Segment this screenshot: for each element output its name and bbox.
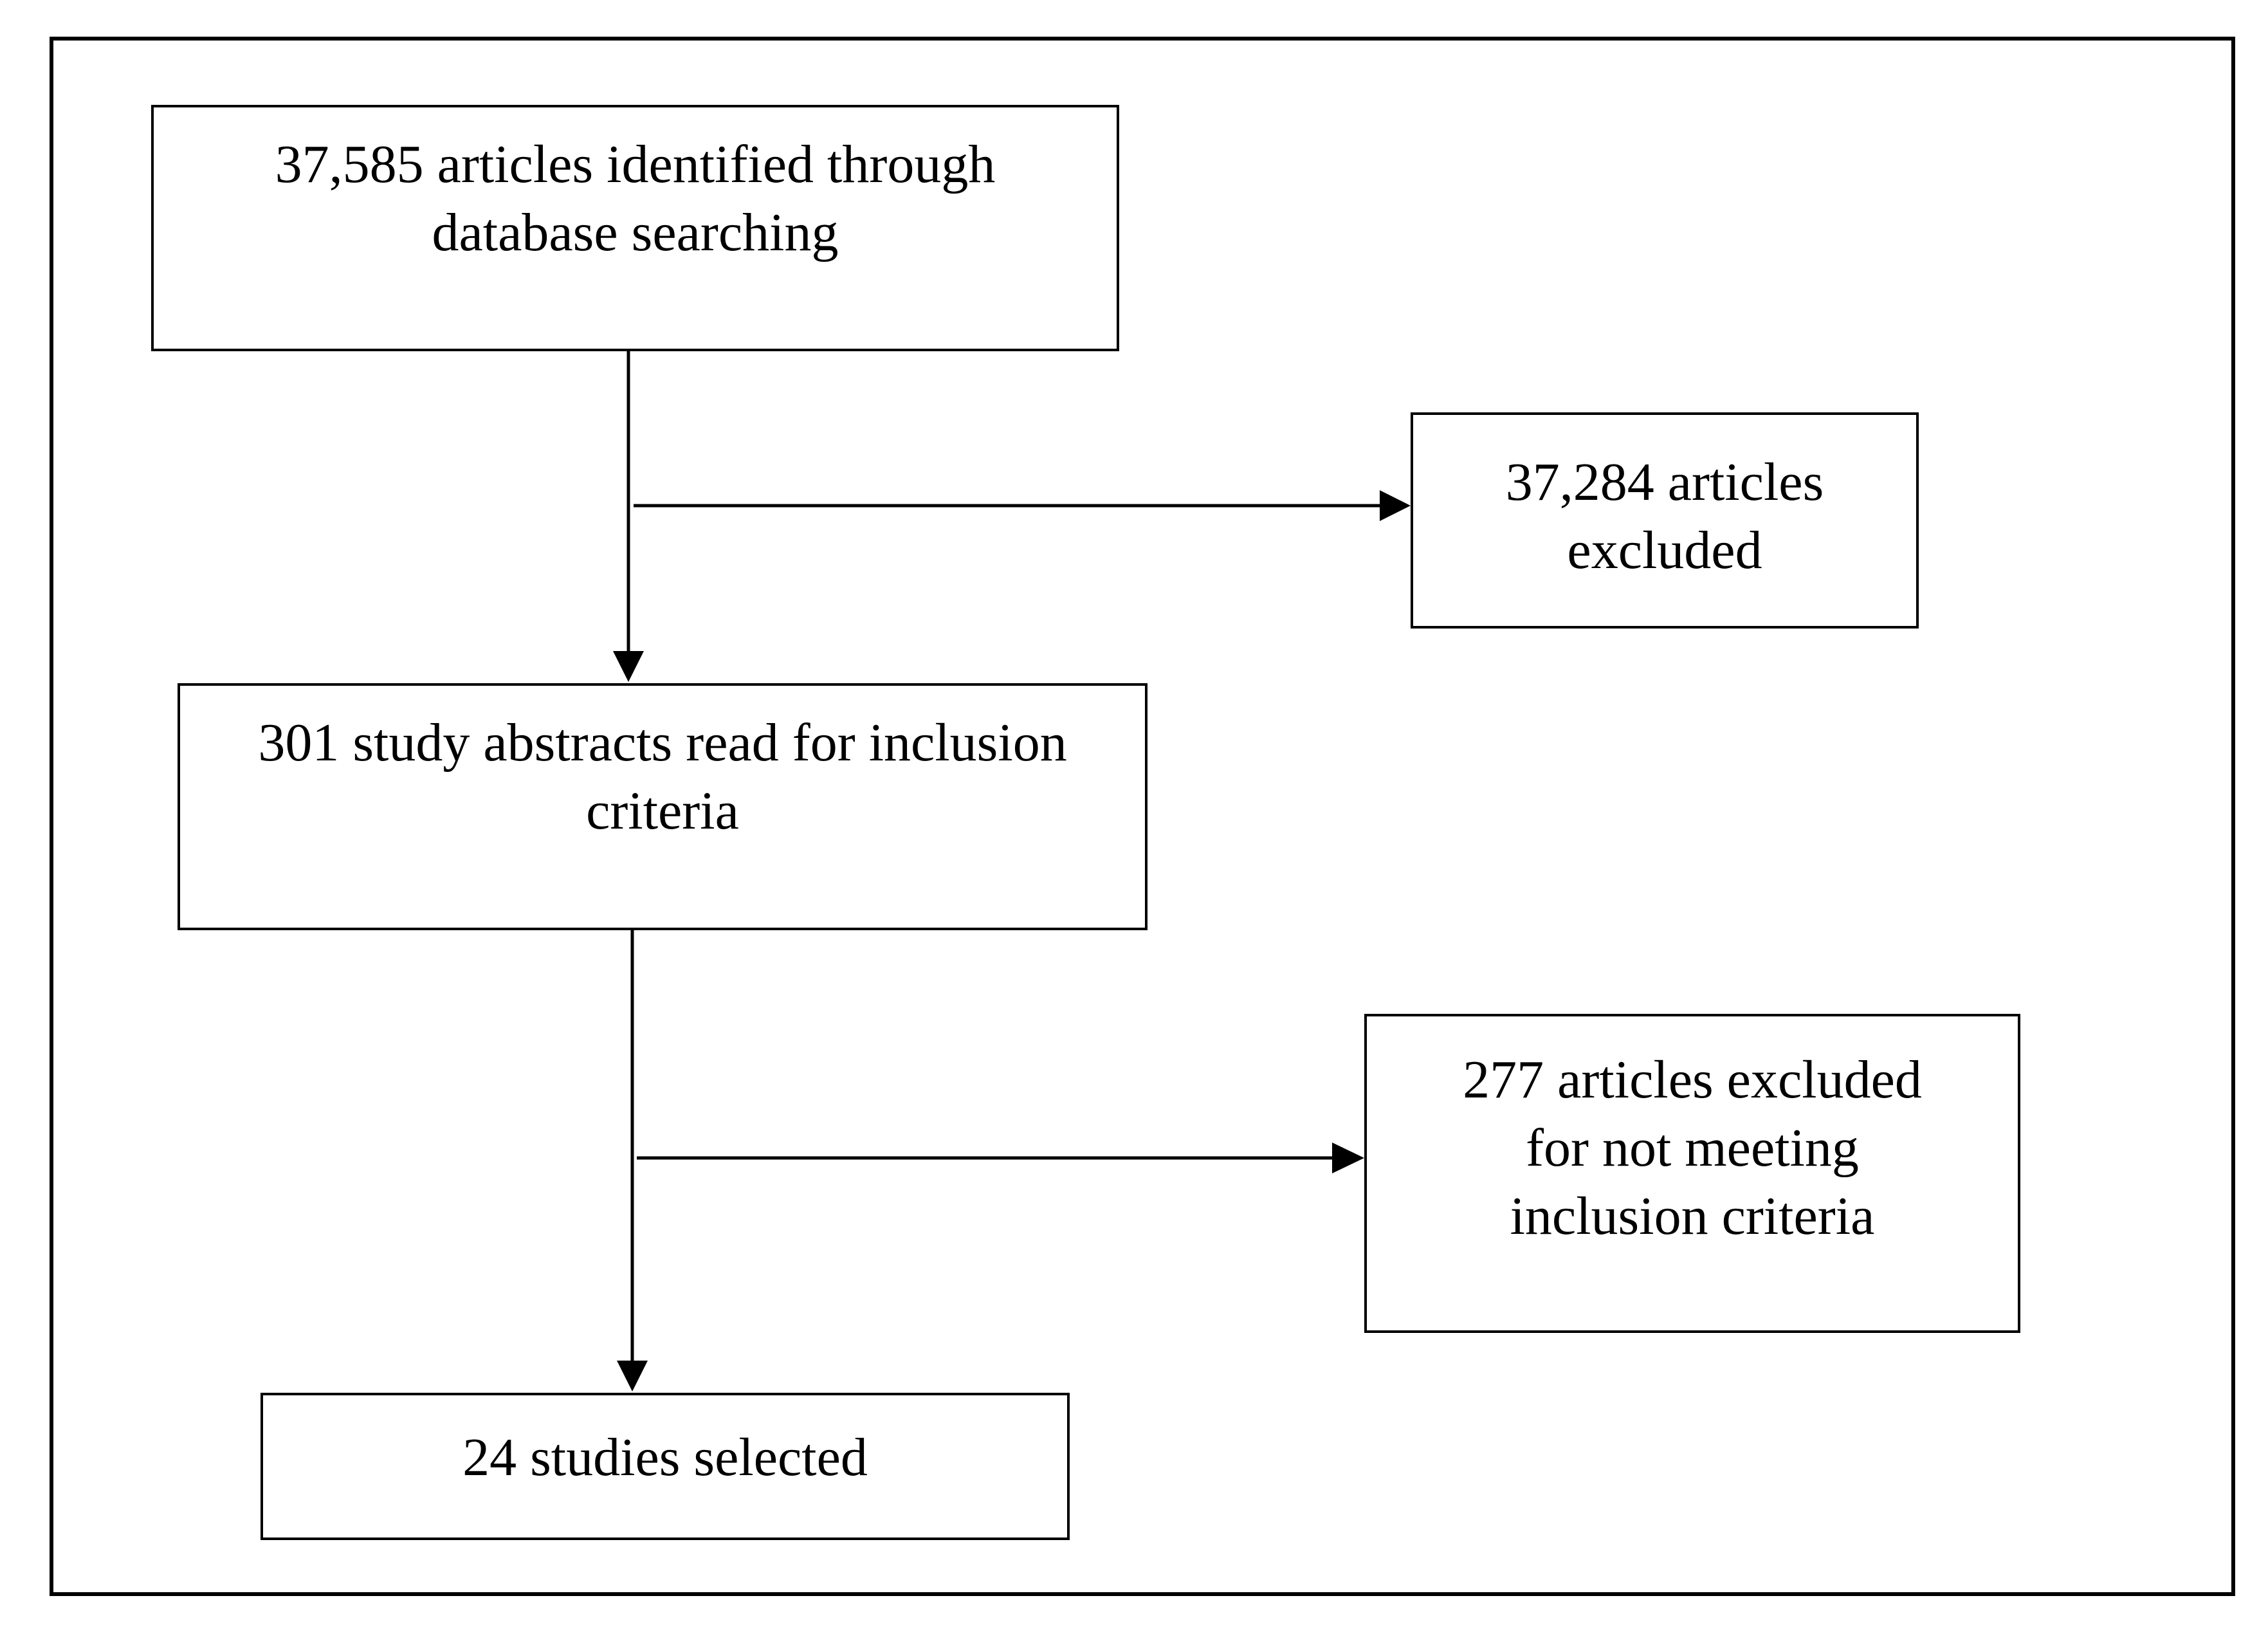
box-abstracts-read: 301 study abstracts read for inclusion c… — [178, 683, 1148, 930]
box-text-line: 301 study abstracts read for inclusion — [258, 713, 1067, 773]
arrowhead-selected — [617, 1361, 648, 1391]
box-text-line: 277 articles excluded — [1463, 1050, 1922, 1110]
box-articles-excluded: 37,284 articles excluded — [1411, 412, 1919, 629]
box-text-line: inclusion criteria — [1510, 1186, 1875, 1246]
arrowhead-excluded-second — [1332, 1143, 1364, 1173]
arrowhead-abstracts — [613, 651, 644, 682]
box-text-line: criteria — [586, 781, 739, 841]
box-excluded-not-meeting-criteria: 277 articles excluded for not meeting in… — [1364, 1014, 2020, 1333]
box-text-line: excluded — [1567, 520, 1762, 580]
box-text-line: for not meeting — [1526, 1118, 1859, 1178]
box-studies-selected: 24 studies selected — [261, 1393, 1070, 1540]
box-text-line: 37,585 articles identified through — [275, 134, 996, 194]
box-text-line: 24 studies selected — [462, 1427, 868, 1487]
box-text-line: 37,284 articles — [1505, 452, 1824, 512]
box-text-line: database searching — [432, 203, 839, 262]
box-articles-identified: 37,585 articles identified through datab… — [151, 105, 1119, 351]
diagram-frame — [50, 37, 2235, 1596]
arrowhead-excluded-first — [1380, 490, 1411, 521]
